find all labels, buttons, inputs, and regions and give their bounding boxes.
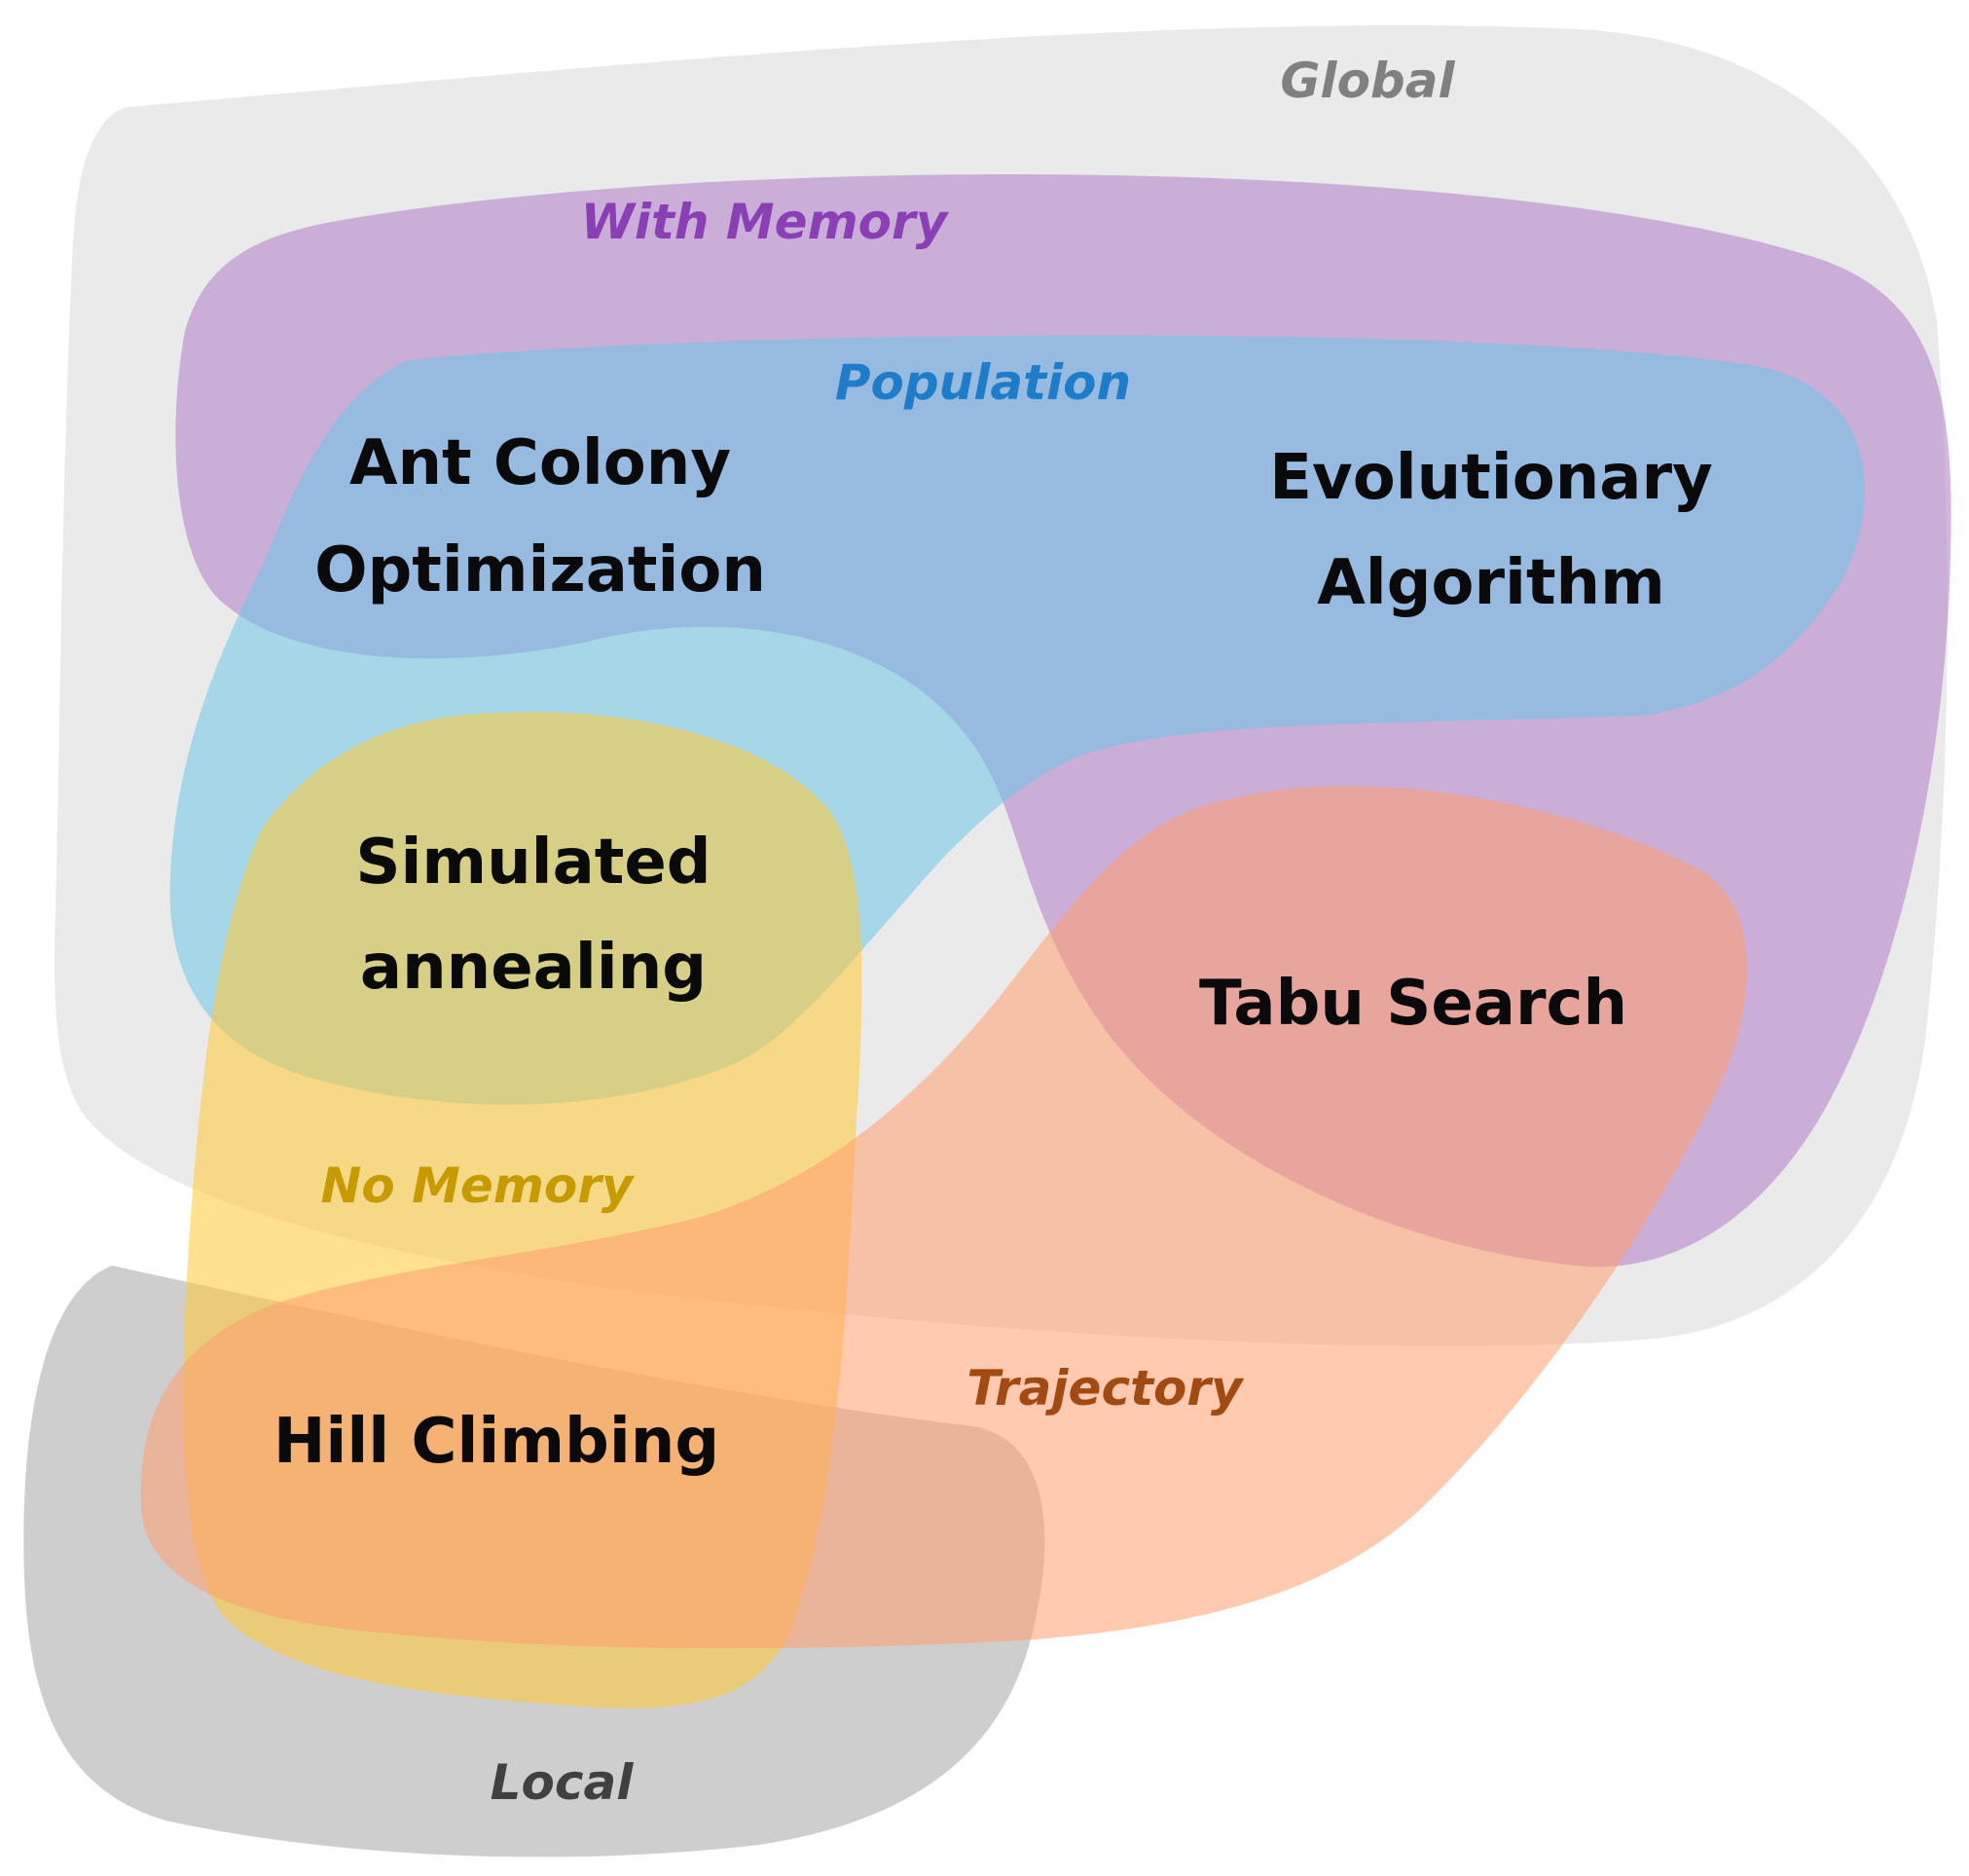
algorithm-ant-colony-line2: Optimization (314, 534, 766, 607)
algorithm-hill-climbing-label: Hill Climbing (273, 1406, 719, 1478)
region-global-label: Global (1280, 53, 1455, 109)
algorithm-tabu-search-label: Tabu Search (1199, 968, 1627, 1040)
algorithm-evolutionary-line2: Algorithm (1317, 547, 1665, 619)
algorithm-simulated-annealing-line1: Simulated (355, 827, 711, 899)
region-trajectory-shape (140, 786, 1747, 1649)
region-population-label: Population (835, 354, 1131, 411)
region-no-memory-label: No Memory (321, 1158, 636, 1214)
algorithm-ant-colony-line1: Ant Colony (349, 427, 731, 499)
algorithm-simulated-annealing-line2: annealing (360, 932, 707, 1004)
region-trajectory-label: Trajectory (966, 1360, 1245, 1416)
region-local-label: Local (491, 1754, 635, 1811)
algorithm-evolutionary-line1: Evolutionary (1269, 442, 1712, 514)
region-with-memory-label: With Memory (581, 194, 950, 250)
